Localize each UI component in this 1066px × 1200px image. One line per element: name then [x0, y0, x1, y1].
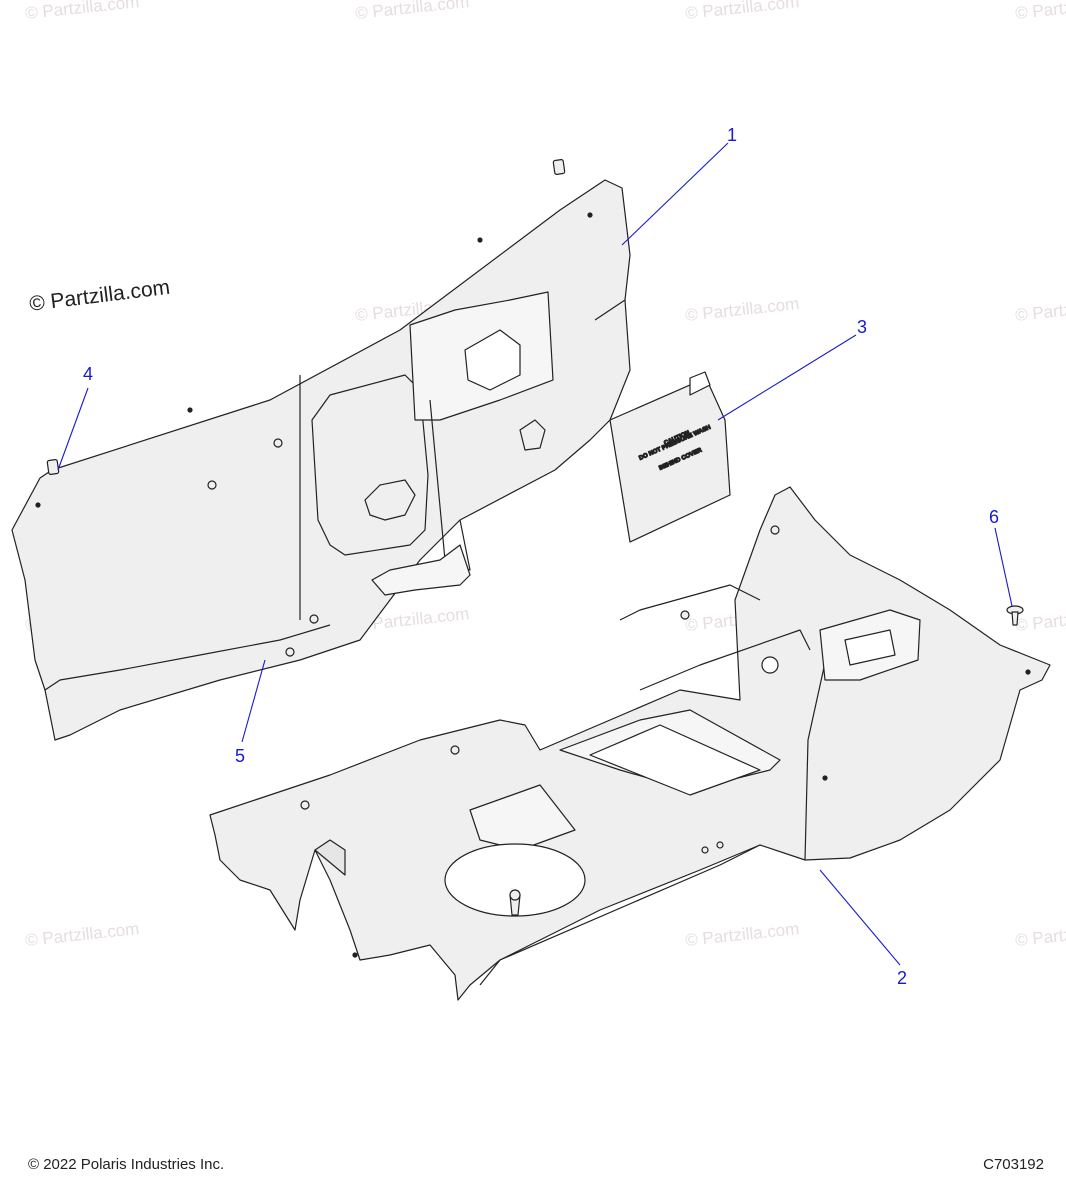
leader-line-2 [819, 869, 901, 966]
leader-line-6 [994, 527, 1013, 607]
part-2-floor-tray[interactable] [209, 486, 1051, 1001]
part-1-rear-panel[interactable] [11, 159, 631, 741]
part-3-access-cover[interactable]: CAUTION DO NOT PRESSURE WASH BEHIND COVE… [609, 371, 731, 543]
diagram-code: C703192 [983, 1156, 1044, 1173]
leader-line-1 [621, 142, 729, 246]
callout-6[interactable]: 6 [989, 507, 1000, 527]
callout-1[interactable]: 1 [727, 125, 738, 145]
leader-line-5 [241, 659, 266, 743]
part-6-screw[interactable] [1006, 605, 1024, 626]
callout-5[interactable]: 5 [235, 746, 246, 766]
leader-line-4 [57, 387, 89, 471]
callout-leaders [57, 142, 1013, 966]
callout-2[interactable]: 2 [897, 968, 908, 988]
copyright-text: © 2022 Polaris Industries Inc. [28, 1156, 225, 1173]
callout-3[interactable]: 3 [857, 317, 868, 337]
leader-line-3 [717, 334, 857, 421]
callout-4[interactable]: 4 [83, 364, 94, 384]
